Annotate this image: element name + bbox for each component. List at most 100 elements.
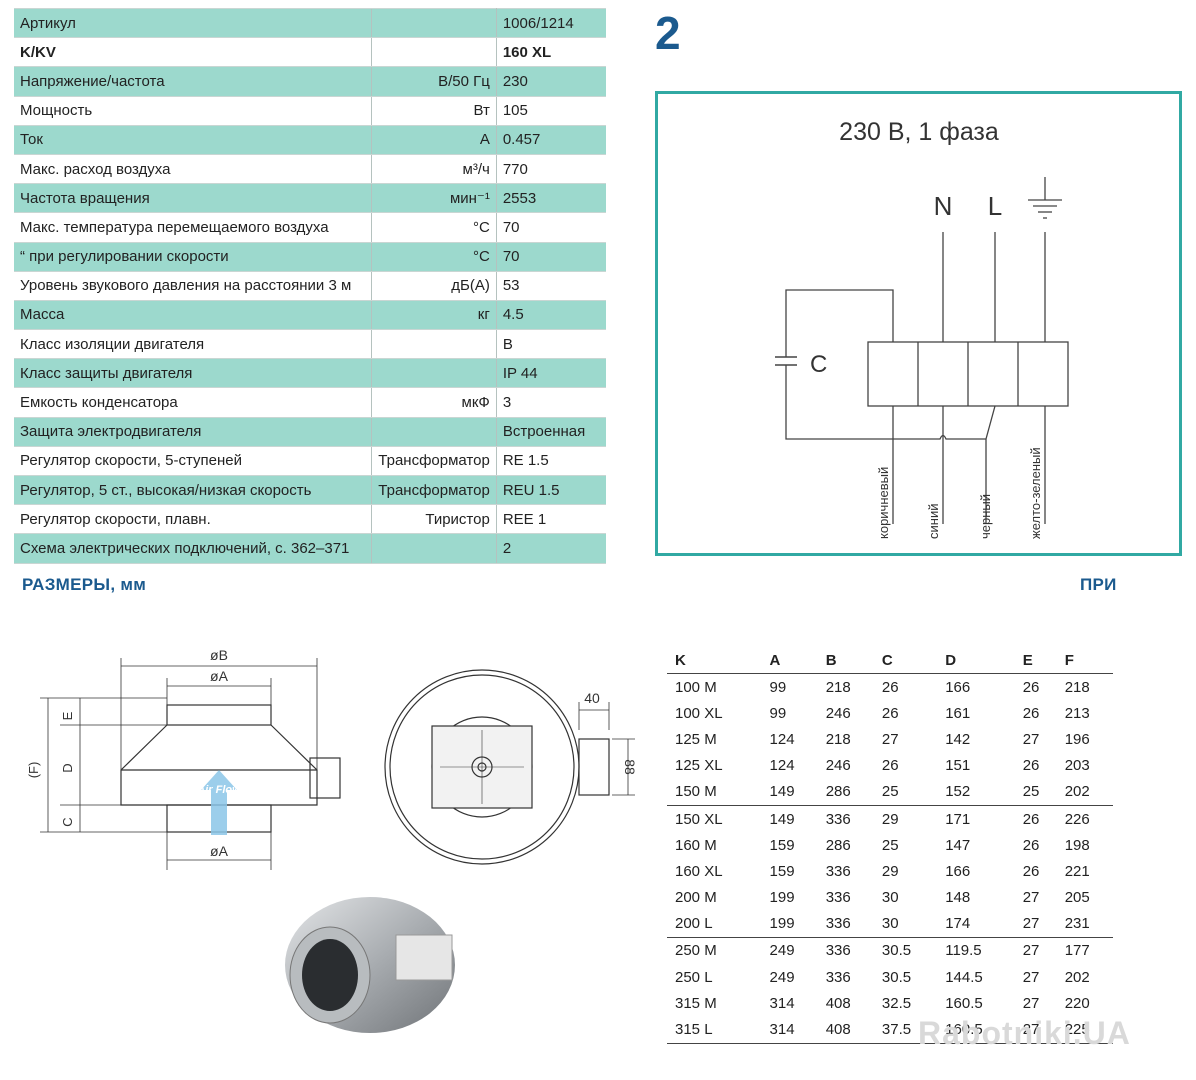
- dims-cell: 30.5: [881, 968, 912, 986]
- dims-cell: 26: [1022, 678, 1040, 696]
- dims-cell: 336: [825, 862, 851, 880]
- spec-value: 53: [496, 270, 606, 301]
- spec-unit: [371, 7, 497, 39]
- dims-cell: 32.5: [881, 994, 912, 1012]
- spec-label: Регулятор скорости, 5-ступеней: [14, 445, 372, 477]
- spec-label: Регулятор, 5 ст., высокая/низкая скорост…: [14, 474, 372, 506]
- dims-cell: 152: [945, 783, 971, 801]
- dim-d-label: D: [60, 763, 75, 772]
- dims-header-cell: E: [1014, 648, 1057, 674]
- spec-label: Артикул: [14, 7, 372, 39]
- spec-unit: °С: [371, 212, 497, 243]
- dims-cell: 25: [1022, 783, 1040, 801]
- dims-cell: 314: [761, 1016, 818, 1044]
- spec-unit: [371, 416, 497, 447]
- dims-cell: 202: [1064, 968, 1090, 986]
- dims-cell: 161: [945, 704, 971, 722]
- dims-cell: 29: [881, 862, 899, 880]
- wire-blue-label: синий: [926, 504, 941, 539]
- spec-value: B: [496, 329, 606, 360]
- dims-cell: 336: [817, 804, 874, 833]
- dims-cell: 151: [945, 757, 971, 775]
- dims-cell: 203: [1064, 757, 1090, 775]
- dims-cell: 26: [881, 678, 899, 696]
- dims-cell: 142: [945, 730, 971, 748]
- dims-cell: 27: [1022, 889, 1040, 907]
- dims-header-cell: C: [873, 648, 938, 674]
- dims-cell: 286: [825, 836, 851, 854]
- dims-cell: 125 XL: [675, 757, 723, 775]
- dims-cell: 336: [825, 915, 851, 933]
- dims-cell: 315 L: [667, 1016, 762, 1044]
- diagram-number: 2: [655, 7, 681, 59]
- wiring-diagram: 230 В, 1 фаза N L: [655, 91, 1182, 556]
- spec-value: RE 1.5: [496, 445, 606, 477]
- spec-value: 0.457: [496, 124, 606, 155]
- spec-unit: Тиристор: [371, 504, 497, 535]
- spec-label: Макс. температура перемещаемого воздуха: [14, 212, 372, 243]
- dims-cell: 225: [1056, 1016, 1113, 1044]
- terminal-l-label: L: [988, 191, 1002, 221]
- dim-88-label: 88: [622, 759, 638, 775]
- dia-a-top-label: øA: [210, 668, 229, 684]
- dims-cell: 149: [769, 783, 795, 801]
- spec-unit: Трансформатор: [371, 445, 497, 477]
- dims-cell: 147: [945, 836, 971, 854]
- dims-cell: 144.5: [945, 968, 983, 986]
- dims-cell: 250 L: [675, 968, 713, 986]
- dims-cell: 160.5: [937, 1016, 1015, 1044]
- dims-cell: 27: [1022, 968, 1040, 986]
- dims-cell: 124: [769, 730, 795, 748]
- spec-label: Класс защиты двигателя: [14, 358, 372, 389]
- technical-drawings: Air Flow øB øA øA E D C (F) 40 88: [26, 647, 638, 1033]
- dimensions-title: РАЗМЕРЫ, мм: [22, 575, 147, 594]
- dims-cell: 196: [1064, 730, 1090, 748]
- spec-unit: [371, 329, 497, 360]
- spec-value: 70: [496, 241, 606, 272]
- dims-cell: 202: [1064, 783, 1090, 801]
- dims-cell: 124: [769, 757, 795, 775]
- spec-unit: [371, 358, 497, 389]
- dims-cell: 119.5: [937, 936, 1015, 965]
- dims-cell: 249: [769, 968, 795, 986]
- spec-label: “ при регулировании скорости: [14, 241, 372, 272]
- spec-value: 105: [496, 95, 606, 126]
- dims-cell: 30.5: [873, 936, 938, 965]
- dims-cell: 166: [945, 862, 971, 880]
- spec-unit: А: [371, 124, 497, 155]
- spec-value: 1006/1214: [496, 7, 606, 39]
- dims-cell: 25: [881, 836, 899, 854]
- dia-b-label: øB: [210, 647, 228, 663]
- dims-cell: 26: [1014, 804, 1057, 833]
- spec-value: REU 1.5: [496, 474, 606, 506]
- dims-cell: 314: [769, 994, 795, 1012]
- dims-header-cell: D: [937, 648, 1015, 674]
- airflow-label: Air Flow: [196, 784, 242, 796]
- spec-unit: [371, 533, 497, 564]
- spec-value: 160 XL: [496, 37, 606, 68]
- dims-cell: 150 M: [675, 783, 717, 801]
- spec-row: Схема электрических подключений, с. 362–…: [14, 533, 606, 564]
- spec-row: Макс. температура перемещаемого воздуха°…: [14, 212, 606, 243]
- wire-black-label: черный: [978, 494, 993, 539]
- spec-value: Встроенная: [496, 416, 606, 447]
- dims-cell: 218: [825, 730, 851, 748]
- spec-value: 2553: [496, 183, 606, 214]
- spec-unit: Вт: [371, 95, 497, 126]
- dims-cell: 198: [1064, 836, 1090, 854]
- spec-value: 4.5: [496, 299, 606, 331]
- ground-icon: [1028, 177, 1062, 219]
- spec-row: Артикул 1006/1214: [14, 7, 606, 39]
- dims-cell: 200 L: [675, 915, 713, 933]
